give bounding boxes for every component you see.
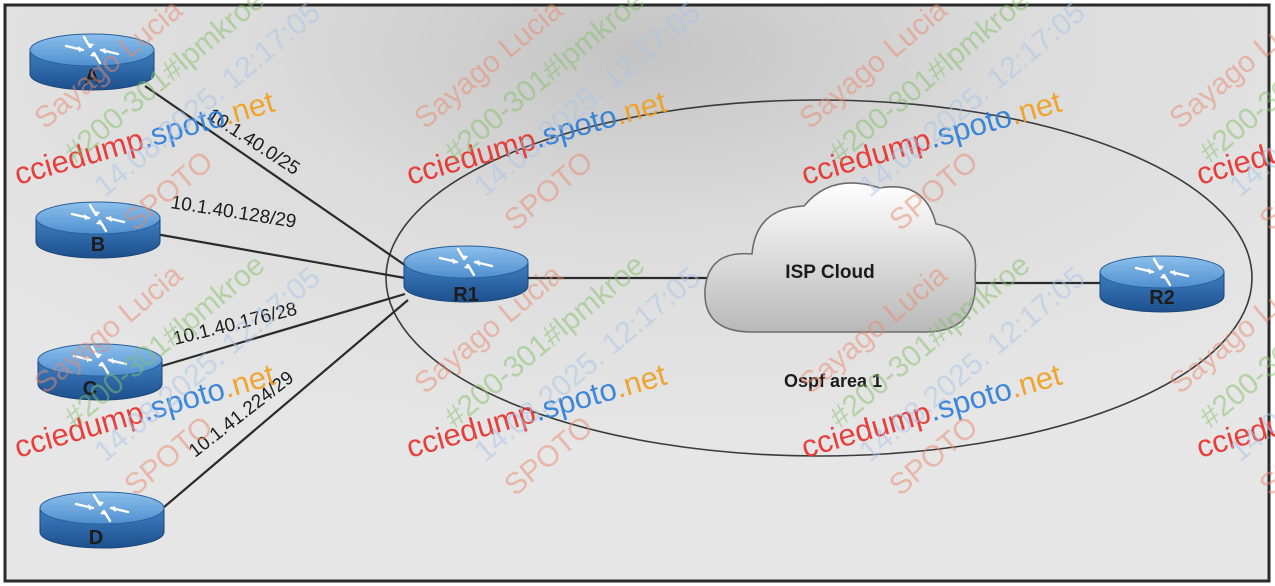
ospf-area-boundary xyxy=(385,99,1253,457)
link-b-r1 xyxy=(149,231,406,280)
router-b-label: B xyxy=(91,234,105,256)
isp-cloud-icon xyxy=(704,182,977,333)
isp-cloud-label: ISP Cloud xyxy=(785,262,874,283)
diagram-background xyxy=(3,3,1271,583)
ospf-area-label: Ospf area 1 xyxy=(784,371,882,391)
link-d-r1 xyxy=(149,299,409,520)
router-r1-label: R1 xyxy=(453,284,479,306)
router-r2-label: R2 xyxy=(1149,287,1175,309)
router-a-label: A xyxy=(85,66,99,88)
router-d-label: D xyxy=(89,527,103,549)
link-c-r1 xyxy=(154,292,406,370)
link-a-r1 xyxy=(144,85,413,271)
router-c-label: C xyxy=(83,378,97,400)
